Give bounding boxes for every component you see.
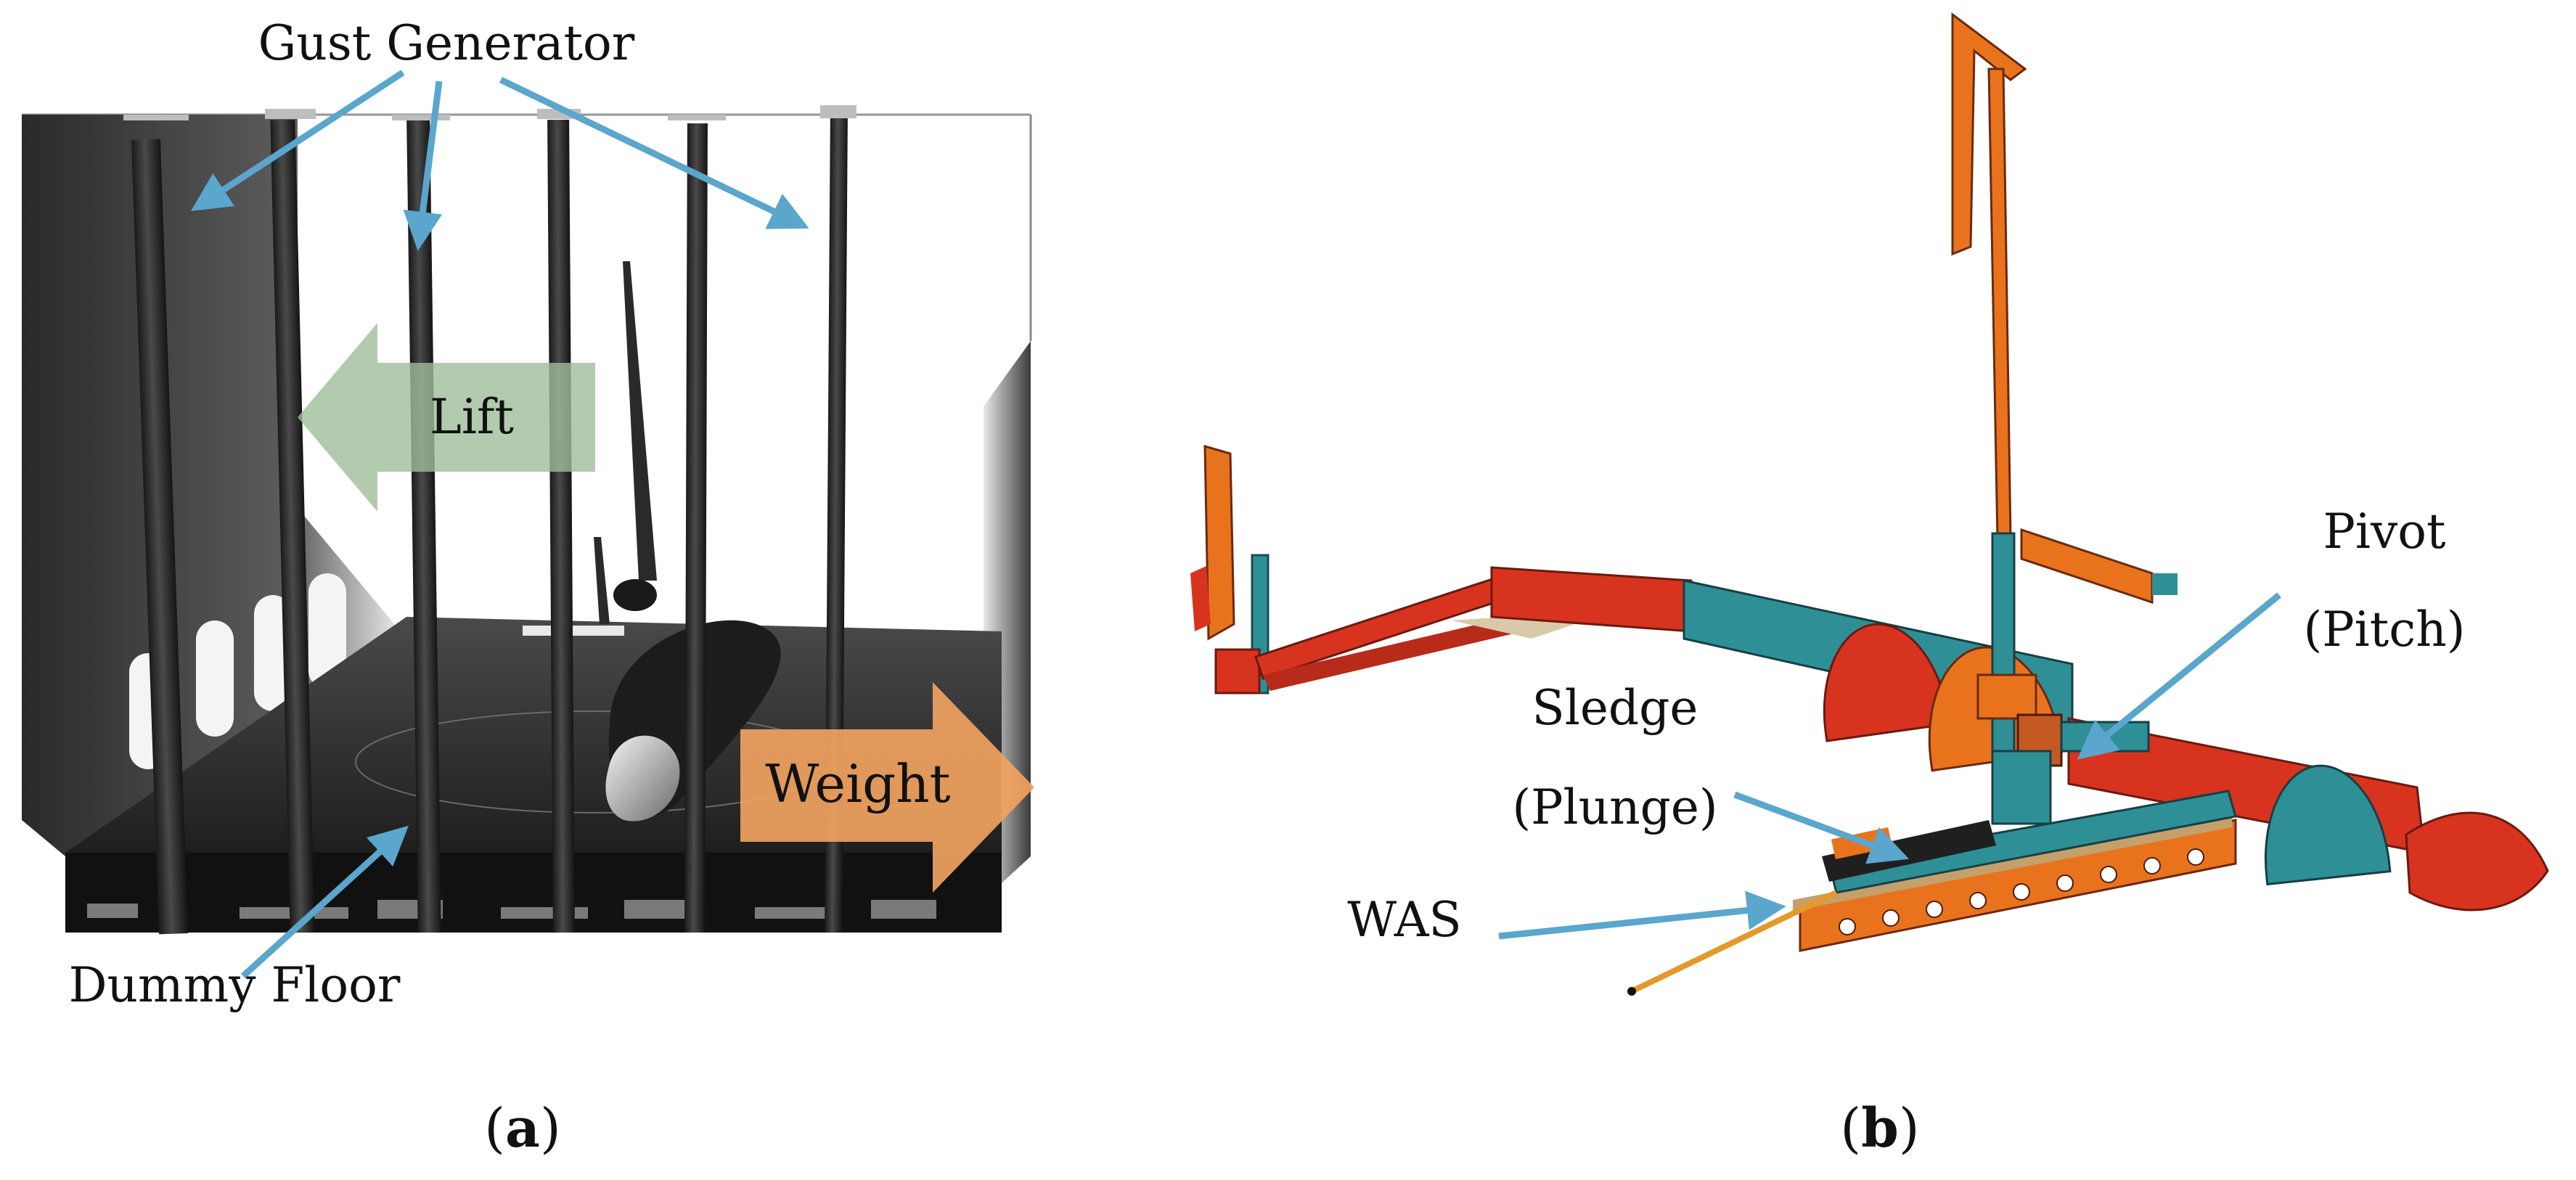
caption-a-close-paren: )	[540, 1097, 561, 1160]
label-sledge: Sledge	[1532, 680, 1698, 736]
caption-a-letter: a	[505, 1097, 540, 1160]
pivot-arrow	[2077, 592, 2281, 760]
caption-b-close-paren: )	[1899, 1097, 1920, 1160]
panel-a-rendering: Gust Generator Lift Weight Dummy Floor (…	[22, 15, 1034, 1160]
caption-b-open-paren: (	[1840, 1097, 1861, 1160]
gust-generator-rods	[131, 108, 848, 935]
panel-b-rendering: Pivot (Pitch) Sledge (Plunge) WAS (b)	[1190, 12, 2549, 1160]
gust-arrow-2	[403, 81, 443, 251]
vertical-mast	[1951, 12, 2178, 760]
panel-a-annotation-arrows	[190, 70, 809, 979]
label-lift: Lift	[430, 389, 514, 445]
label-gust-generator: Gust Generator	[258, 15, 635, 71]
gust-arrow-3	[499, 76, 809, 229]
sledge-arrow	[1733, 791, 1910, 864]
rod-top-fixtures	[123, 105, 856, 120]
panel-b-annotation-arrows	[1498, 592, 2281, 940]
label-dummy-floor: Dummy Floor	[69, 957, 401, 1013]
label-pivot: Pivot	[2323, 504, 2445, 560]
caption-b-letter: b	[1861, 1097, 1899, 1160]
pivot-plate-teal	[2264, 764, 2392, 886]
was-arrow	[1498, 890, 1786, 940]
lift-arrow	[298, 323, 595, 512]
floor-substructure	[65, 853, 1002, 933]
was-rod	[1632, 890, 1838, 993]
caption-a: (a)	[484, 1097, 561, 1160]
gust-arrow-1	[190, 70, 405, 211]
dummy-floor-arrow	[240, 825, 409, 979]
label-plunge: (Plunge)	[1512, 779, 1717, 835]
label-was: WAS	[1347, 892, 1461, 948]
caption-b: (b)	[1840, 1097, 1920, 1160]
nose-cone	[2405, 811, 2549, 911]
caption-a-open-paren: (	[484, 1097, 505, 1160]
left-arm-lower	[1263, 617, 1517, 691]
pivot-hub	[1991, 713, 2150, 825]
label-weight: Weight	[765, 753, 950, 814]
label-pitch: (Pitch)	[2303, 602, 2465, 657]
weight-arrow	[740, 682, 1034, 893]
